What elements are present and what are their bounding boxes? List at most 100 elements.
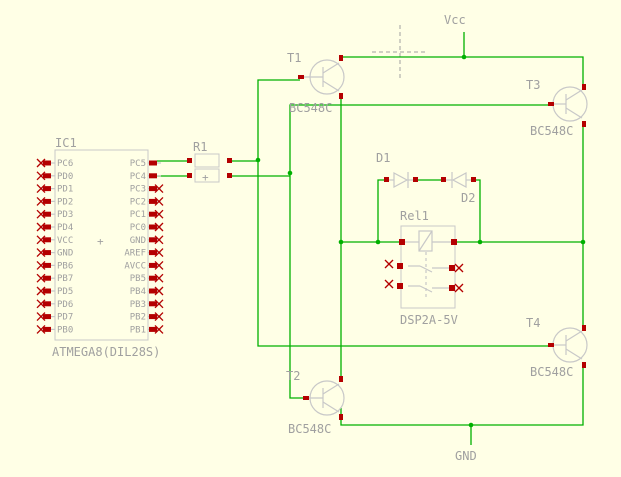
ic1-pin: PC3 [130, 184, 164, 195]
ic1-pin: AVCC [124, 260, 164, 271]
ic1-pin-label: PD0 [57, 172, 73, 182]
d1-name: D1 [376, 151, 390, 165]
d2-pad [471, 177, 476, 182]
t3-pad [582, 84, 586, 90]
ic1-pin: PB7 [36, 273, 73, 284]
ic1-pin-label: PD4 [57, 223, 73, 233]
rel1-coil-diag [418, 230, 433, 252]
wire-vcc-rail [341, 56, 584, 90]
t3-name: T3 [526, 78, 540, 92]
ic1-pin: PD4 [36, 222, 73, 233]
r1-pad [227, 173, 232, 178]
unconnected-mark [36, 222, 46, 232]
pin-pad [149, 250, 157, 256]
unconnected-mark [36, 209, 46, 219]
unconnected-mark [154, 273, 164, 283]
ic1-pin: PC1 [130, 209, 164, 220]
rel1-contact [419, 265, 433, 273]
junction [461, 54, 467, 60]
ic1-pin-label: PD2 [57, 197, 73, 207]
ic1-pin-label: GND [57, 249, 73, 259]
unconnected-mark [154, 235, 164, 245]
unconnected-mark [36, 184, 46, 194]
wires [157, 32, 584, 445]
ic1-pin-label: PB0 [57, 325, 73, 335]
unconnected-mark [36, 235, 46, 245]
ic1-pin-label: PC0 [130, 223, 146, 233]
d2-symbol[interactable]: D2 [441, 171, 476, 205]
ic1-pin: PD7 [36, 312, 73, 323]
unconnected-mark [36, 248, 46, 258]
t3-symbol[interactable]: T3 BC548C [526, 78, 588, 138]
wire-d1-left [377, 179, 385, 242]
ic1-pin: PC6 [36, 158, 73, 169]
ic1-pin: PD6 [36, 299, 73, 310]
ic1-body [54, 149, 149, 341]
junction [580, 239, 586, 245]
pin-pad [149, 326, 157, 332]
ic1-name: IC1 [55, 136, 77, 150]
ic1-pin-label: PD3 [57, 210, 73, 220]
rel1-body [400, 225, 456, 309]
ic1-pin-label: PB5 [130, 274, 146, 284]
gnd-label: GND [455, 449, 477, 463]
ic1-pin-label: PC4 [130, 172, 146, 182]
t3-pad [582, 121, 586, 127]
ic1-pin-label: PB4 [130, 287, 146, 297]
ic1-pin-label: PD6 [57, 300, 73, 310]
unconnected-mark [36, 286, 46, 296]
ic1-pin: VCC [36, 235, 73, 246]
ic1-pin: PD3 [36, 209, 73, 220]
ic1-pin: PD2 [36, 196, 73, 207]
junction [287, 170, 293, 176]
unconnected-mark [154, 260, 164, 270]
rel1-pad [449, 265, 455, 271]
ic1-pin-label: PD5 [57, 287, 73, 297]
unconnected-mark [154, 312, 164, 322]
r1-pad [187, 158, 192, 163]
junction [375, 239, 381, 245]
unconnected-mark [154, 209, 164, 219]
pin-pad [43, 186, 51, 192]
rel1-name: Rel1 [400, 209, 429, 223]
t1-symbol[interactable]: T1 BC548C [287, 51, 345, 115]
pin-pad [149, 198, 157, 204]
d1-pad [384, 177, 389, 182]
wire-d2-right [474, 179, 481, 242]
ic1-pin: AREF [124, 248, 164, 259]
pin-pad [149, 224, 157, 230]
ic1-pin-label: AREF [124, 249, 146, 259]
pin-pad [149, 237, 157, 243]
t4-collector [565, 330, 583, 342]
ic1-pin: PB4 [130, 286, 164, 297]
pin-pad [43, 301, 51, 307]
ic1-pin: PB3 [130, 299, 164, 310]
ic1-pin: PD0 [36, 171, 73, 182]
t2-name: T2 [286, 369, 300, 383]
t4-symbol[interactable]: T4 BC548C [526, 316, 588, 379]
unconnected-mark [36, 324, 46, 334]
r1-symbol[interactable]: R1 + [187, 140, 232, 184]
d1-symbol[interactable]: D1 [376, 151, 418, 189]
ic1-pin: PD5 [36, 286, 73, 297]
pin-pad [149, 301, 157, 307]
unconnected-mark [154, 299, 164, 309]
t2-emitter [322, 401, 340, 413]
junction [468, 422, 474, 428]
t4-emitter [565, 348, 583, 360]
t3-collector [565, 89, 583, 101]
t2-symbol[interactable]: T2 BC548C [286, 369, 345, 436]
pin-pad [43, 173, 51, 179]
junctions [255, 54, 586, 428]
ic1-pin-label: PD1 [57, 185, 73, 195]
unconnected-mark [154, 286, 164, 296]
r1-body-top [194, 153, 220, 168]
r1-body-bottom [194, 168, 220, 183]
ic1-pin-label: PB6 [57, 261, 73, 271]
rel1-symbol[interactable]: Rel1 DSP2A-5V [384, 209, 464, 327]
ic1-pin-label: PC2 [130, 197, 146, 207]
unconnected-mark [36, 158, 46, 168]
ic1-symbol[interactable]: IC1 ATMEGA8(DIL28S) + PC6PD0PD1PD2PD3PD4… [36, 136, 164, 359]
